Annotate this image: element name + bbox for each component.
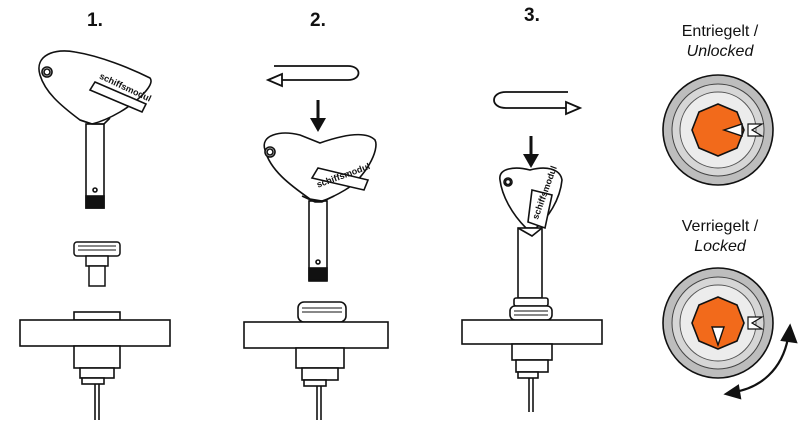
u-turn-right-arrow-icon — [493, 91, 583, 116]
unlocked-label: Entriegelt / Unlocked — [650, 22, 790, 62]
u-turn-left-arrow-icon — [265, 65, 360, 88]
step-1-number: 1. — [87, 10, 103, 31]
step-3-key — [499, 167, 563, 299]
step-1-key — [38, 50, 152, 209]
step-2-number: 2. — [310, 10, 326, 31]
locked-label: Verriegelt / Locked — [650, 217, 790, 257]
step-2-plate — [243, 301, 389, 420]
locked-label-de: Verriegelt / — [681, 218, 759, 235]
rotate-arrow-icon — [723, 323, 798, 400]
locked-dial — [662, 267, 774, 379]
step-2-key — [263, 132, 377, 282]
step-3-plate — [461, 297, 603, 412]
unlocked-dial — [662, 74, 774, 186]
step-3-down-arrow-icon — [523, 136, 539, 168]
step-1-bolt — [73, 241, 121, 287]
unlocked-label-de: Entriegelt / — [681, 23, 759, 40]
step-3-number: 3. — [524, 5, 540, 26]
locked-label-en: Locked — [694, 238, 746, 255]
step-1-plate — [19, 311, 171, 420]
step-2-down-arrow-icon — [310, 100, 326, 132]
unlocked-label-en: Unlocked — [686, 43, 754, 60]
